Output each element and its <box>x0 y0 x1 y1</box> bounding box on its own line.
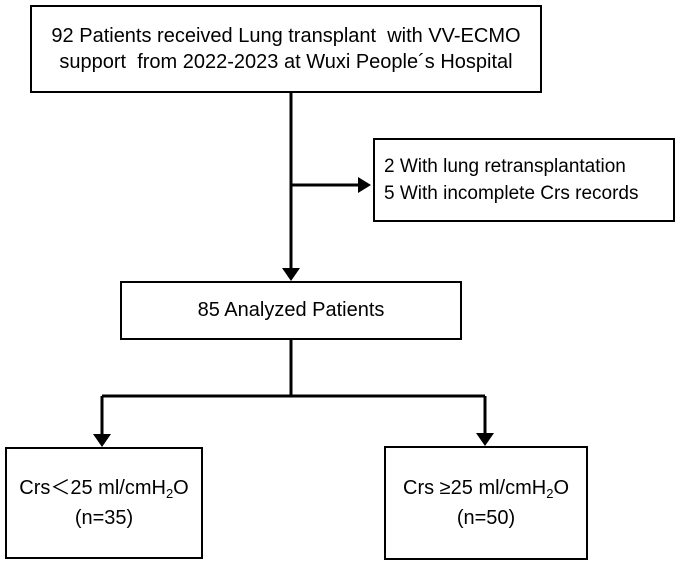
low-crs-count: (n=35) <box>74 507 134 529</box>
high-crs-label: Crs ≥25 ml/cmH2O <box>403 477 569 501</box>
exclusion-line-1: 2 With lung retransplantation <box>384 156 626 177</box>
low-crs-group-box: Crs＜25 ml/cmH2O (n=35) <box>5 447 203 559</box>
high-crs-group-box: Crs ≥25 ml/cmH2O (n=50) <box>384 446 588 560</box>
exclusion-box: 2 With lung retransplantation 5 With inc… <box>373 138 675 222</box>
source-population-box: 92 Patients received Lung transplant wit… <box>30 5 542 93</box>
analyzed-box: 85 Analyzed Patients <box>120 281 462 340</box>
arrowhead-to-analyzed <box>282 268 300 281</box>
source-line-2: support from 2022-2023 at Wuxi People´s … <box>59 51 513 73</box>
arrowhead-to-high-group <box>476 433 494 446</box>
arrowhead-to-low-group <box>93 434 111 447</box>
arrowhead-to-exclusion <box>358 177 371 193</box>
source-line-1: 92 Patients received Lung transplant wit… <box>51 25 521 47</box>
high-crs-count: (n=50) <box>456 507 516 529</box>
low-crs-label: Crs＜25 ml/cmH2O <box>19 477 189 501</box>
analyzed-label: 85 Analyzed Patients <box>197 299 385 321</box>
exclusion-line-2: 5 With incomplete Crs records <box>384 183 639 204</box>
